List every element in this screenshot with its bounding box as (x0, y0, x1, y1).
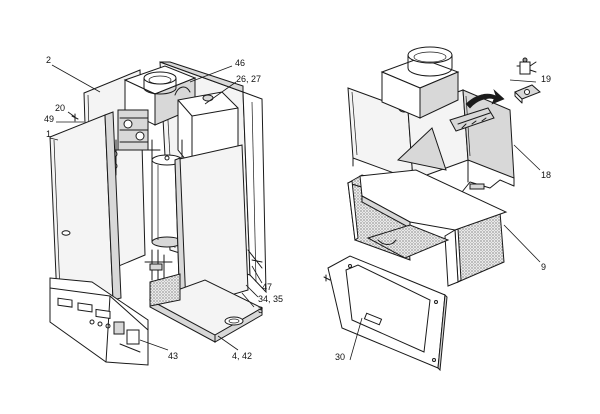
door-latch (61, 230, 71, 236)
callout-30: 30 (335, 352, 345, 362)
cover-screw-icon (323, 274, 331, 282)
callout-20: 20 (55, 103, 65, 113)
flue-collar (143, 71, 177, 85)
callout-9: 9 (541, 262, 546, 272)
grille-mesh (149, 273, 181, 307)
callout-18: 18 (541, 170, 551, 180)
callout-46: 46 (235, 58, 245, 68)
callout-3: 3 (258, 305, 263, 315)
screw-icon (71, 113, 79, 122)
front-cover-plate (327, 255, 448, 372)
chamber-triangle-cutout (396, 127, 447, 171)
sensor-part (514, 57, 541, 104)
boiler-assembly-left (49, 61, 267, 366)
direction-arrow-icon (465, 89, 505, 109)
callout-4-42: 4, 42 (232, 351, 252, 361)
callout-26-27: 26, 27 (236, 74, 261, 84)
insulation-bottom (366, 224, 450, 259)
callout-34-35: 34, 35 (258, 294, 283, 304)
callout-43: 43 (168, 351, 178, 361)
callout-19: 19 (541, 74, 551, 84)
callout-47: 47 (262, 282, 272, 292)
view-window (363, 312, 383, 326)
boiler-assembly-right (323, 46, 541, 372)
callout-2: 2 (46, 55, 51, 65)
callout-1: 1 (46, 129, 51, 139)
flue-outlet (407, 46, 453, 64)
control-panel-fascia (49, 277, 149, 366)
callout-49: 49 (44, 114, 54, 124)
